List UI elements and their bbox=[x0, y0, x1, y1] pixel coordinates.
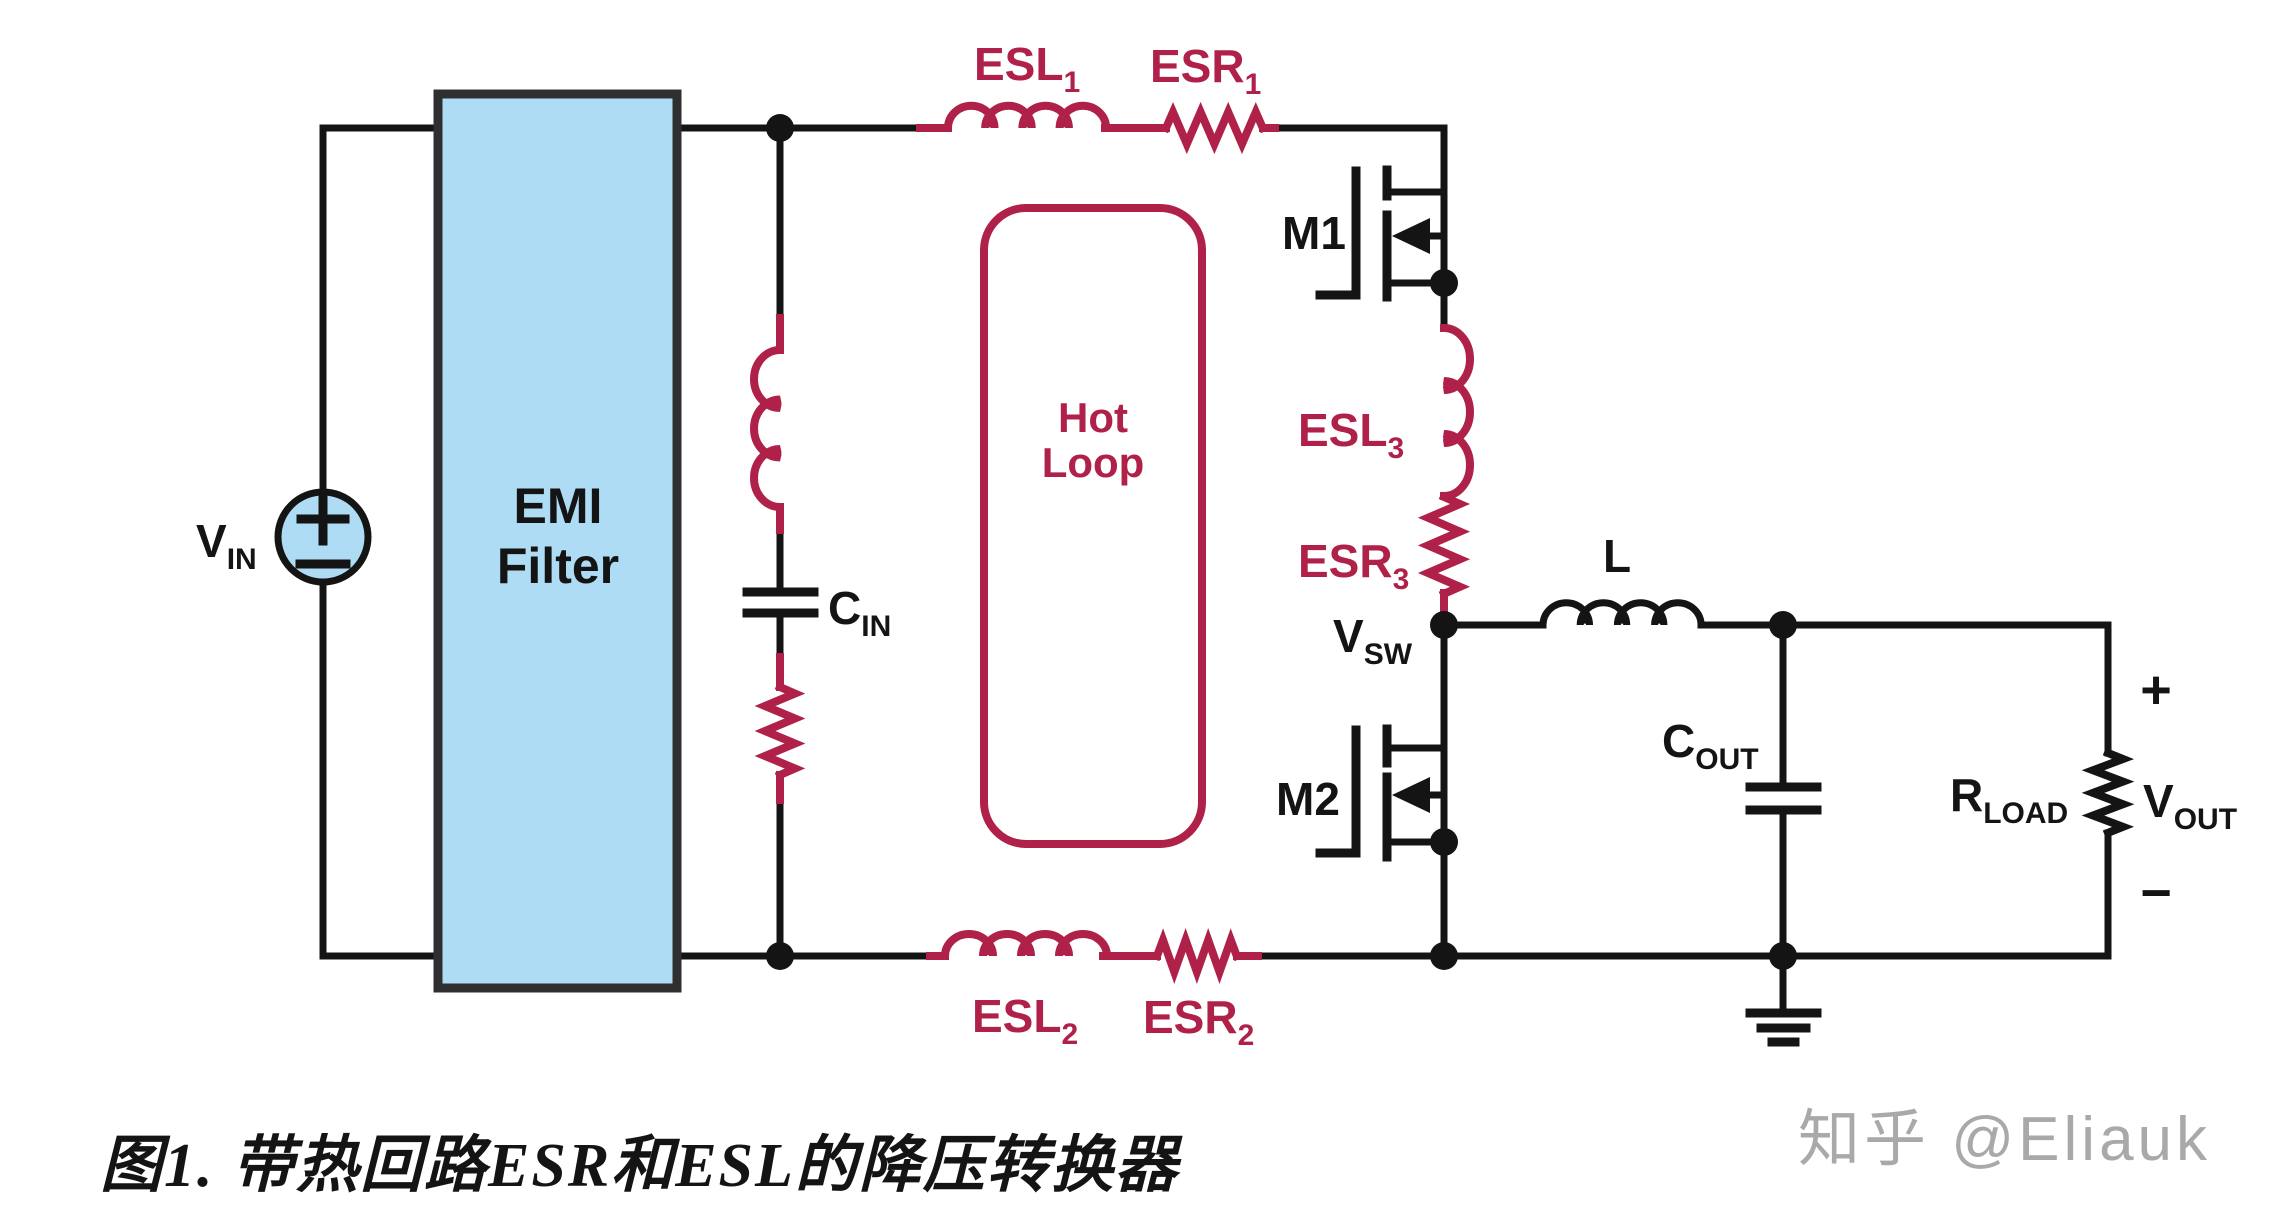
hot-loop-box: Hot Loop bbox=[980, 204, 1206, 848]
esr3-resistor-icon bbox=[1417, 491, 1471, 600]
m2-label: M2 bbox=[1276, 773, 1340, 825]
emi-filter-label-line1: EMI bbox=[514, 478, 603, 534]
cout-branch: COUT bbox=[1662, 715, 1822, 815]
m1-label: M1 bbox=[1282, 207, 1346, 259]
junction-dot bbox=[766, 114, 794, 142]
wire-top-right bbox=[1271, 124, 1448, 332]
vin-label: VIN bbox=[196, 515, 257, 576]
cin-esr-resistor-icon bbox=[754, 681, 806, 781]
vin-plus-icon bbox=[296, 492, 350, 546]
junction-dot-vsw bbox=[1430, 611, 1458, 639]
vout-minus-sign: − bbox=[2140, 863, 2172, 923]
emi-filter-block: EMI Filter bbox=[433, 89, 682, 993]
hot-loop-label-line2: Loop bbox=[1042, 439, 1145, 486]
output-inductor: L bbox=[1539, 530, 1705, 629]
circuit-wires bbox=[319, 124, 2112, 960]
junction-dot bbox=[1769, 942, 1797, 970]
esl1-label: ESL1 bbox=[974, 38, 1080, 99]
emi-filter-box bbox=[433, 89, 682, 993]
cin-esl-inductor-icon bbox=[750, 345, 785, 512]
junction-dot bbox=[1430, 828, 1458, 856]
hot-loop-outline bbox=[980, 204, 1206, 848]
m1-mosfet: M1 bbox=[1282, 165, 1448, 302]
esl3-inductor-icon bbox=[1439, 323, 1474, 501]
esr1-resistor-icon bbox=[1160, 101, 1269, 155]
ground-icon bbox=[1745, 1008, 1822, 1047]
watermark-text: 知乎 @Eliauk bbox=[1798, 1105, 2212, 1174]
figure-caption: 图1. 带热回路ESR和ESL的降压转换器 bbox=[100, 1132, 1179, 1200]
esl2-label: ESL2 bbox=[972, 990, 1078, 1051]
junction-dot bbox=[766, 942, 794, 970]
junction-dot bbox=[1430, 942, 1458, 970]
cin-branch: CIN bbox=[742, 314, 891, 804]
esl3-label: ESL3 bbox=[1298, 404, 1404, 465]
junction-dots bbox=[766, 114, 1797, 970]
esr1-label: ESR1 bbox=[1150, 40, 1261, 101]
cout-label: COUT bbox=[1662, 715, 1759, 776]
esl3-esr3-branch: ESL3 ESR3 bbox=[1298, 323, 1474, 617]
l-inductor-icon bbox=[1539, 599, 1705, 629]
rload-label: RLOAD bbox=[1950, 769, 2068, 830]
esl1-inductor-icon bbox=[943, 101, 1111, 133]
esl2-inductor-icon bbox=[940, 930, 1112, 961]
load-branch: RLOAD VOUT + − bbox=[1950, 660, 2237, 923]
vout-plus-sign: + bbox=[2140, 660, 2172, 720]
bottom-rail-parasitics: ESL2 ESR2 bbox=[926, 927, 1262, 1052]
cin-label: CIN bbox=[828, 582, 891, 643]
vout-label: VOUT bbox=[2143, 775, 2237, 836]
emi-filter-label-line2: Filter bbox=[497, 538, 619, 594]
vsw-label: VSW bbox=[1333, 610, 1413, 671]
esr2-label: ESR2 bbox=[1143, 991, 1254, 1052]
m1-body-diode-arrow-icon bbox=[1392, 218, 1430, 254]
esr3-label: ESR3 bbox=[1298, 535, 1409, 596]
cin-capacitor-icon bbox=[742, 587, 819, 618]
esr2-resistor-icon bbox=[1151, 927, 1242, 985]
l-label: L bbox=[1603, 530, 1631, 582]
vin-voltage-source: VIN bbox=[196, 488, 372, 586]
junction-dot bbox=[1430, 269, 1458, 297]
top-rail-parasitics: ESL1 ESR1 bbox=[916, 38, 1279, 155]
hot-loop-label-line1: Hot bbox=[1058, 394, 1128, 441]
m2-mosfet: M2 bbox=[1276, 724, 1448, 862]
rload-resistor-icon bbox=[2081, 747, 2135, 838]
wire-l-to-load bbox=[1697, 621, 2112, 757]
junction-dot bbox=[1769, 611, 1797, 639]
cout-capacitor-icon bbox=[1745, 782, 1822, 815]
m2-body-diode-arrow-icon bbox=[1392, 777, 1430, 813]
